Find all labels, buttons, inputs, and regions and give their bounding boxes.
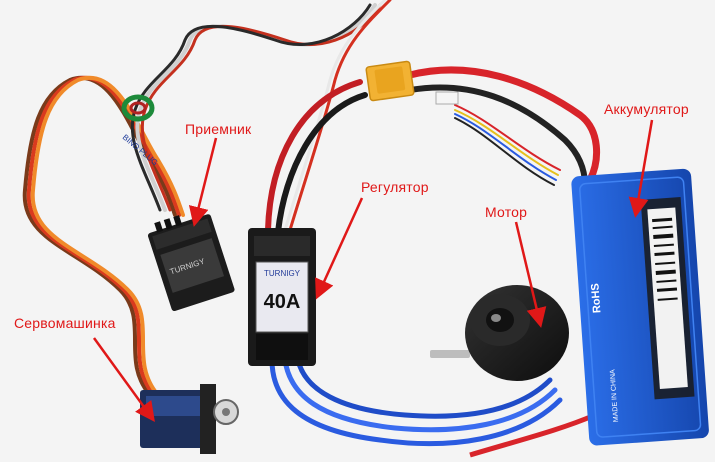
receiver-label: Приемник <box>185 121 252 137</box>
receiver: TURNIGY <box>147 214 235 312</box>
esc-arrow <box>315 197 364 300</box>
xt60-connector <box>365 60 415 102</box>
annotation-arrows <box>92 119 654 423</box>
bind-plug-coil <box>121 94 155 122</box>
motor-label: Мотор <box>485 204 528 220</box>
esc-label: Регулятор <box>361 179 429 195</box>
battery-label: Аккумулятор <box>604 101 689 117</box>
servo-arrow <box>92 337 155 423</box>
esc-brand-print: TURNIGY <box>264 269 301 278</box>
esc-signal-wire <box>283 0 392 232</box>
receiver-arrow <box>188 137 218 227</box>
balance-lead <box>454 104 561 186</box>
esc: 40A TURNIGY <box>248 228 316 366</box>
balance-connector <box>435 91 459 105</box>
esc-power-wires <box>265 66 601 235</box>
battery-origin-print: MADE IN CHINA <box>609 369 620 423</box>
motor-arrow <box>514 221 547 328</box>
battery-arrow <box>628 119 654 218</box>
esc-rating-print: 40A <box>264 291 301 313</box>
servo-label: Сервомашинка <box>14 315 116 331</box>
battery-lower-wire <box>469 412 596 458</box>
battery-rohs-print: RoHS <box>589 283 603 314</box>
servo <box>140 384 239 454</box>
motor-phase-wires <box>269 357 563 447</box>
receiver-bind-wire <box>130 3 382 212</box>
battery: RoHS MADE IN CHINA <box>571 168 709 446</box>
